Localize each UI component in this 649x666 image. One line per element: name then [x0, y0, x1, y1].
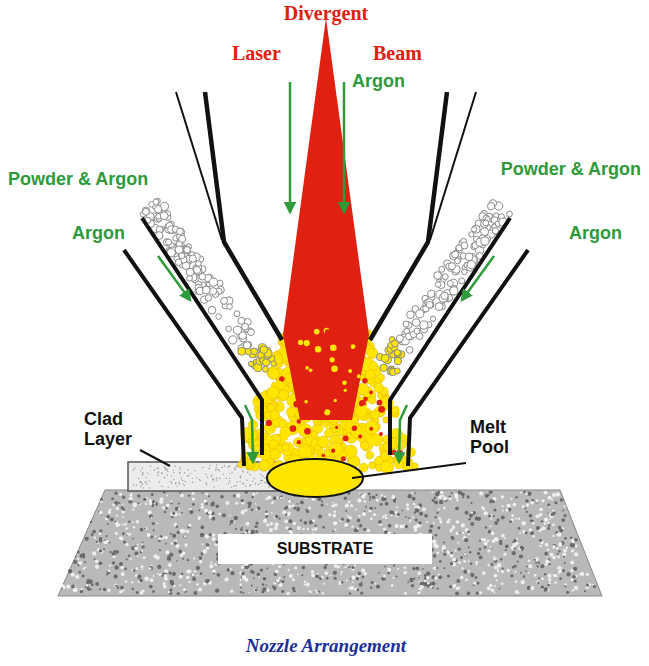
- argon-arrow: [343, 82, 346, 212]
- feed-label: Powder & Argon: [8, 170, 148, 190]
- gas-label: Argon: [352, 72, 405, 92]
- argon-arrow: [289, 82, 292, 212]
- leader-line: [352, 463, 466, 478]
- part-label: Clad Layer: [84, 410, 134, 450]
- gas-label: Argon: [72, 224, 125, 244]
- leader-line: [140, 450, 170, 466]
- hot-particles: [250, 328, 406, 462]
- substrate-label: SUBSTRATE: [277, 540, 374, 558]
- figure-caption: Nozzle Arrangement: [246, 636, 406, 657]
- nozzle-left: [124, 92, 282, 466]
- melt-pool: [267, 459, 363, 497]
- beam-title: Beam: [373, 42, 422, 64]
- beam-title: Divergent: [284, 2, 368, 24]
- beam-title: Laser: [232, 42, 281, 64]
- feed-label: Powder & Argon: [501, 160, 641, 180]
- nozzle-right: [370, 92, 528, 466]
- part-label: Melt Pool: [470, 418, 518, 458]
- clad-layer: [128, 462, 278, 491]
- substrate-label-box: SUBSTRATE: [218, 534, 432, 564]
- gas-label: Argon: [569, 224, 622, 244]
- substrate: [58, 490, 602, 596]
